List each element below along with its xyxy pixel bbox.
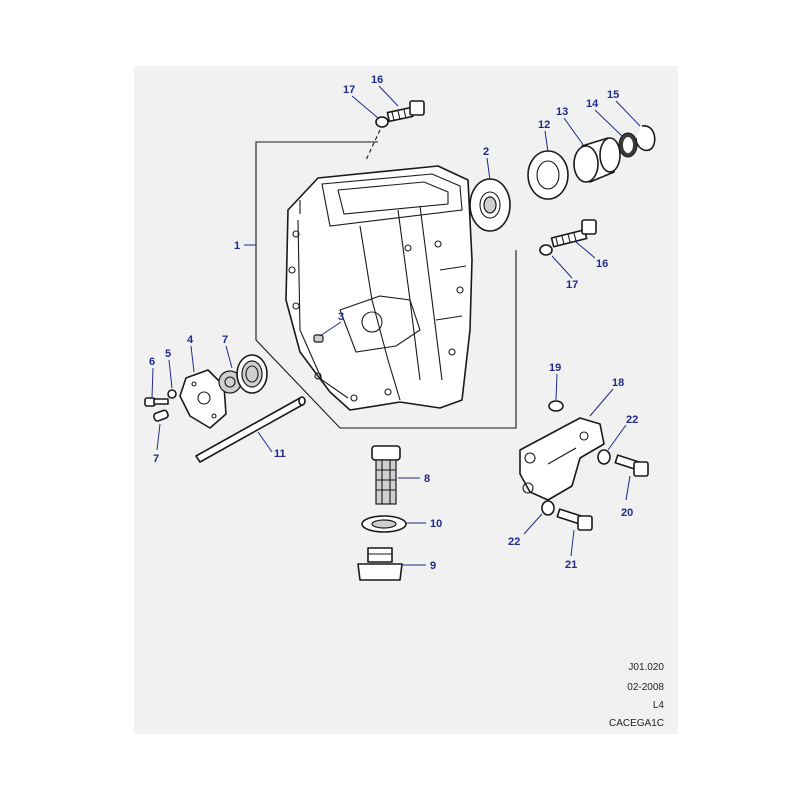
fitting-line-top <box>365 129 381 161</box>
callout-8: 8 <box>424 473 430 485</box>
callout-16-right: 16 <box>596 258 608 270</box>
sealing-washer-10 <box>361 515 407 533</box>
pump-body-4 <box>179 369 227 429</box>
callout-6: 6 <box>149 356 155 368</box>
callout-22-right: 22 <box>626 414 638 426</box>
leader-lines <box>151 85 641 566</box>
mount-bracket-18 <box>519 417 605 501</box>
housing-group-bracket <box>255 141 517 429</box>
callout-10: 10 <box>430 518 442 530</box>
pump-gear-inner <box>218 370 242 394</box>
callout-12: 12 <box>538 119 550 131</box>
circlip-15 <box>635 125 656 152</box>
callout-3: 3 <box>338 311 344 323</box>
pump-gear-outer-7 <box>236 354 268 394</box>
washer-17-top <box>375 116 389 128</box>
oil-tube-11 <box>195 396 306 463</box>
callout-1: 1 <box>234 240 240 252</box>
callout-18: 18 <box>612 377 624 389</box>
drain-plug-9 <box>357 547 403 581</box>
oil-filter-8 <box>371 445 401 505</box>
diagram-code: CACEGA1C <box>608 718 664 729</box>
dowel-pin <box>313 334 324 343</box>
callout-9: 9 <box>430 560 436 572</box>
washer-17-right <box>539 244 553 256</box>
callout-11: 11 <box>274 448 286 460</box>
callouts: 1 2 3 4 5 6 7 7 8 9 10 11 12 13 14 15 16… <box>149 74 638 572</box>
callout-17-top: 17 <box>343 84 355 96</box>
bearing-13 <box>573 137 621 183</box>
diagram-date: 02-2008 <box>627 682 664 693</box>
seal-12 <box>527 150 569 200</box>
bolt-6 <box>144 397 169 407</box>
callout-4: 4 <box>187 334 194 346</box>
callout-14: 14 <box>586 98 599 110</box>
diagram-reference: J01.020 <box>628 662 664 673</box>
washer-22-right <box>597 449 611 465</box>
callout-17-right: 17 <box>566 279 578 291</box>
oil-seal-2 <box>469 178 511 232</box>
dowel-7 <box>153 409 169 422</box>
callout-7-dowel: 7 <box>153 453 159 465</box>
gearbox-housing <box>285 165 473 411</box>
callout-13: 13 <box>556 106 568 118</box>
bolt-20 <box>614 454 649 477</box>
o-ring-19 <box>548 400 564 412</box>
callout-5: 5 <box>165 348 171 360</box>
callout-7-gear: 7 <box>222 334 228 346</box>
callout-20: 20 <box>621 507 633 519</box>
bolt-16-right <box>550 219 597 248</box>
washer-22-lower <box>541 500 555 516</box>
bolt-21 <box>556 508 593 531</box>
callout-16-top: 16 <box>371 74 383 86</box>
callout-22-lower: 22 <box>508 536 520 548</box>
bolt-16-top <box>386 100 425 123</box>
callout-2: 2 <box>483 146 489 158</box>
diagram-level: L4 <box>652 700 664 711</box>
callout-21: 21 <box>565 559 577 571</box>
callout-15: 15 <box>607 89 619 101</box>
callout-19: 19 <box>549 362 561 374</box>
washer-5 <box>167 389 177 399</box>
